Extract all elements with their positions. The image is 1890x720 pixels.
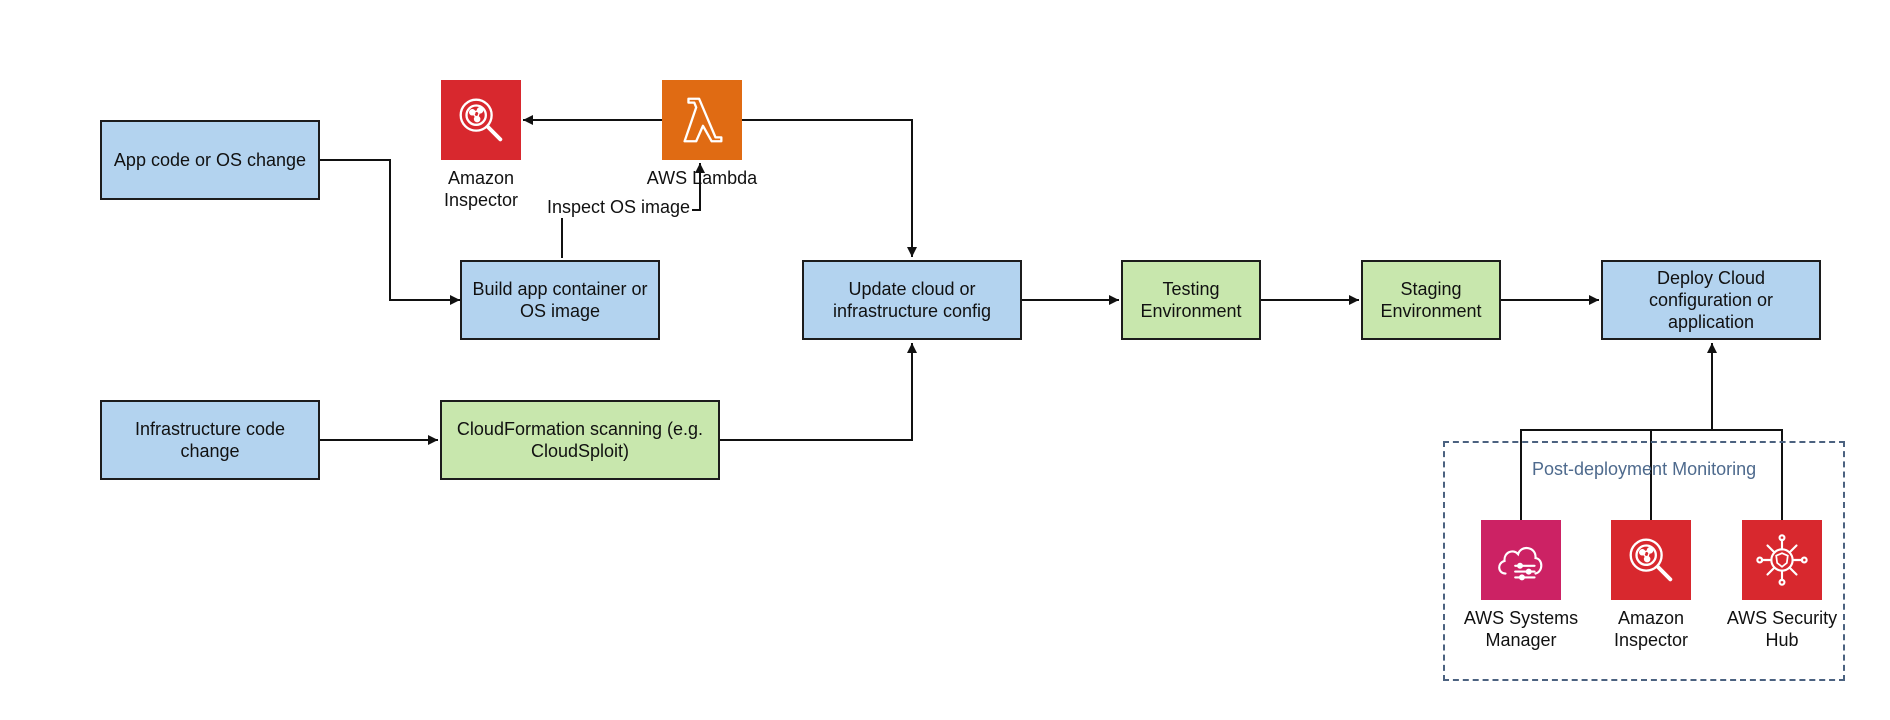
aws-lambda-caption: AWS Lambda <box>646 168 758 188</box>
update-cloud-node: Update cloud or infrastructure config <box>802 260 1022 340</box>
testing-label: Testing Environment <box>1140 279 1242 321</box>
amazon-inspector-tile <box>441 80 521 160</box>
aws-lambda-tile <box>662 80 742 160</box>
amazon-inspector-monitor-tile <box>1611 520 1691 600</box>
aws-security-hub-caption: AWS Security Hub <box>1726 608 1838 650</box>
app-code-node: App code or OS change <box>100 120 320 200</box>
aws-systems-manager-icon <box>1498 547 1543 581</box>
staging-node: Staging Environment <box>1361 260 1501 340</box>
update-cloud-label: Update cloud or infrastructure config <box>832 279 992 321</box>
amazon-inspector-icon <box>1629 538 1673 582</box>
aws-systems-manager-tile <box>1481 520 1561 600</box>
aws-security-hub-icon <box>1756 534 1808 586</box>
app-code-label: App code or OS change <box>113 150 307 170</box>
deploy-node: Deploy Cloud configuration or applicatio… <box>1601 260 1821 340</box>
amazon-inspector-icon <box>459 98 503 142</box>
aws-lambda-icon <box>683 97 723 143</box>
edge-lambda-to-update <box>742 119 917 257</box>
aws-security-hub-tile <box>1742 520 1822 600</box>
infra-code-label: Infrastructure code change <box>134 419 286 461</box>
build-image-node: Build app container or OS image <box>460 260 660 340</box>
amazon-inspector-caption: Amazon Inspector <box>443 168 519 210</box>
infra-code-node: Infrastructure code change <box>100 400 320 480</box>
testing-node: Testing Environment <box>1121 260 1261 340</box>
deploy-label: Deploy Cloud configuration or applicatio… <box>1648 268 1774 332</box>
post-deployment-monitoring-group <box>1443 441 1845 681</box>
amazon-inspector-monitor-caption: Amazon Inspector <box>1613 608 1689 650</box>
staging-label: Staging Environment <box>1380 279 1482 321</box>
inspect-os-image-label: Inspect OS image <box>545 196 693 218</box>
aws-systems-manager-caption: AWS Systems Manager <box>1463 608 1579 650</box>
edge-cfn-to-update <box>720 343 917 441</box>
build-image-label: Build app container or OS image <box>472 279 648 321</box>
post-deployment-monitoring-label: Post-deployment Monitoring <box>1532 459 1757 479</box>
edge-appcode-to-build <box>320 159 460 305</box>
cfn-scan-label: CloudFormation scanning (e.g. CloudSploi… <box>456 419 704 461</box>
cfn-scan-node: CloudFormation scanning (e.g. CloudSploi… <box>440 400 720 480</box>
